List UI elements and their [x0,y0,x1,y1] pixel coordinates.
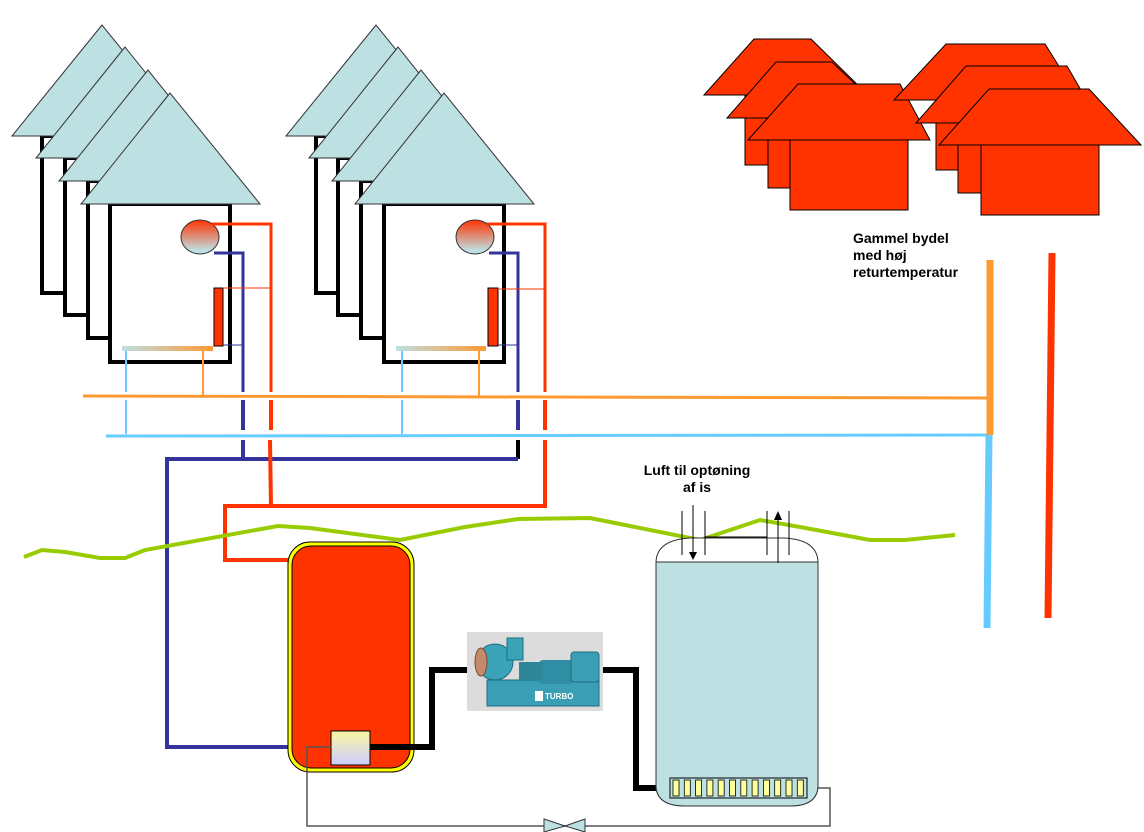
coil-segment [695,779,702,797]
coil-segment [683,779,691,797]
house-front [937,88,1143,216]
coil-segment [706,779,714,797]
low-temp-house-group-1 [10,24,262,364]
label-line: af is [682,479,711,495]
radiator-icon [455,219,495,255]
air-out-arrow-icon [774,511,782,563]
ice-storage-tank [655,537,819,807]
old-district-group-1 [702,38,931,211]
distribution-pipes [82,252,1056,749]
supply-pipe-lightblue [105,433,991,438]
air-deicing-label: Luft til optøning af is [612,462,782,496]
radiator-icon [180,219,220,255]
label-line: Luft til optøning [643,462,751,478]
low-temp-return-navy [165,457,518,749]
coil-segment [740,779,748,797]
old-district-group-2 [892,43,1143,216]
floor-heating-icon [396,346,486,351]
compressor-icon: TURBO [467,632,603,711]
air-pipes [681,511,790,555]
water-heater-icon [487,287,499,347]
old-district-label: Gammel bydel med høj returtemperatur [853,230,958,281]
house-pipes-2 [401,222,547,396]
heat-exchanger-icon [330,730,371,766]
compressor-inlet-pipe [370,667,470,750]
old-district-feed-red [1044,252,1056,619]
pump-brand-label: TURBO [545,692,573,701]
compressor-outlet-pipe [602,667,670,791]
coil-segment [785,779,793,797]
coil-segment [774,779,782,797]
air-in-arrow-icon [689,505,697,560]
return-pipe-orange [82,394,991,400]
turbo-compressor-image: TURBO [467,632,603,711]
ground-line [23,515,956,560]
water-heater-icon [213,287,224,347]
label-line: med høj [853,247,907,263]
label-line: Gammel bydel [853,230,949,246]
coil-segment [763,779,770,797]
old-district-supply-lightblue [983,434,993,629]
label-line: returtemperatur [853,264,959,280]
expansion-valve-icon[interactable] [543,818,586,832]
coil-segment [672,779,680,797]
house-front [746,83,931,211]
low-temp-house-group-2 [284,24,536,364]
coil-segment [751,779,759,797]
floor-heating-icon [122,346,213,351]
evaporator-coil [669,777,808,799]
coil-frame [669,777,808,799]
coil-segment [796,779,804,797]
low-temp-supply-red [223,440,547,562]
heat-storage-tank [287,541,415,773]
house-pipes-1 [125,222,273,396]
coil-segment [729,779,736,797]
coil-segment [717,779,725,797]
